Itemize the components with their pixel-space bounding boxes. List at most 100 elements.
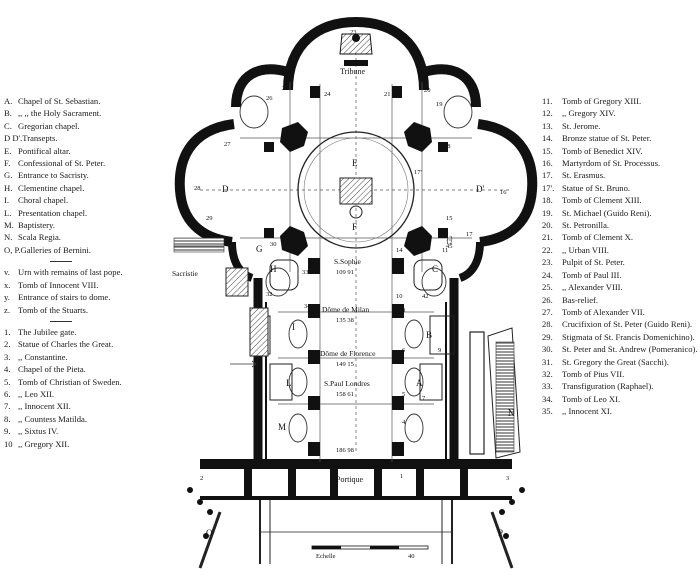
marker-1: 1: [400, 473, 403, 480]
marker-26: 26: [266, 95, 273, 102]
legend-entry: 34.Tomb of Leo XI.: [542, 393, 698, 405]
plan-labels: Tribune Sacristie Portique Echelle 40 S.…: [172, 67, 415, 560]
legend-entry: H.Clementine chapel.: [4, 182, 174, 194]
legend-entry: x.Tomb of Innocent VIII.: [4, 279, 174, 291]
marker-9: 9: [438, 347, 441, 354]
marker-21: 21: [384, 91, 391, 98]
legend-key: 24.: [542, 269, 553, 280]
legend-key: 30.: [542, 344, 553, 355]
legend-entry: 25.,, Alexander VIII.: [542, 281, 698, 293]
legend-key: y.: [4, 292, 10, 303]
legend-text: ,, Urban VIII.: [562, 244, 609, 255]
legend-key: 14.: [542, 133, 553, 144]
legend-text: ,, Gregory XIV.: [562, 108, 616, 119]
letter-l: L: [286, 378, 292, 388]
legend-text: Tomb of Pius VII.: [562, 368, 625, 379]
marker-31: 31: [256, 279, 263, 286]
marker-16: 16: [500, 189, 507, 196]
legend-entry: 31.St. Gregory the Great (Sacchi).: [542, 356, 698, 368]
portique-label: Portique: [336, 475, 364, 484]
legend-text: Statue of Charles the Great.: [18, 339, 114, 350]
legend-text: ,, Innocent XII.: [18, 401, 71, 412]
marker-43: 43: [398, 269, 405, 276]
letter-f: F: [352, 222, 357, 232]
legend-text: Entrance of stairs to dome.: [18, 292, 111, 303]
sacristie-label: Sacristie: [172, 269, 198, 278]
legend-entry: 33.Transfiguration (Raphael).: [542, 380, 698, 392]
legend-key: 19.: [542, 207, 553, 218]
letter-m: M: [278, 422, 286, 432]
letter-d-prime: D': [476, 184, 484, 194]
legend-text: Crucifixion of St. Peter (Guido Reni).: [562, 319, 693, 330]
legend-entry: M.Baptistery.: [4, 219, 174, 231]
legend-key: 23.: [542, 257, 553, 268]
legend-entry: D D'.Transepts.: [4, 132, 174, 144]
marker-32: 32: [266, 291, 273, 298]
scale-bar: [311, 545, 429, 550]
marker-27: 27: [224, 141, 231, 148]
legend-entry: 29.Stigmata of St. Francis Domenichino).: [542, 331, 698, 343]
legend-key: 6.: [4, 388, 11, 399]
legend-entry: 21.Tomb of Clement X.: [542, 231, 698, 243]
legend-entry: G.Entrance to Sacristy.: [4, 169, 174, 181]
legend-key: M.: [4, 220, 14, 231]
legend-text: ,, Sixtus IV.: [18, 426, 59, 437]
legend-key: 1.: [4, 326, 11, 337]
legend-text: ,, Countess Matilda.: [18, 413, 87, 424]
legend-entry: I.Choral chapel.: [4, 194, 174, 206]
legend-text: St. Gregory the Great (Sacchi).: [562, 356, 669, 367]
legend-key: 2.: [4, 339, 11, 350]
church-dims: 186 98: [336, 447, 354, 454]
church-dims: 109 91: [336, 269, 354, 276]
legend-left: A.Chapel of St. Sebastian.B.,, ,, the Ho…: [4, 95, 174, 450]
legend-key: 9.: [4, 426, 11, 437]
legend-text: Tomb of Paul III.: [562, 269, 622, 280]
legend-key: 18.: [542, 195, 553, 206]
marker-20: 20: [424, 87, 431, 94]
legend-entry: 12. ,, Gregory XIV.: [542, 107, 698, 119]
legend-text: Tomb of Alexander VII.: [562, 306, 645, 317]
legend-entry: 4.Chapel of the Pieta.: [4, 363, 174, 375]
legend-entry: 13.St. Jerome.: [542, 120, 698, 132]
legend-entry: 26.Bas-relief.: [542, 294, 698, 306]
legend-divider: [50, 320, 72, 322]
legend-text: Tomb of Innocent VIII.: [18, 279, 99, 290]
legend-key: 5.: [4, 376, 11, 387]
legend-entry: 24. Tomb of Paul III.: [542, 269, 698, 281]
marker-5: 5: [402, 391, 405, 398]
legend-entry: 14.Bronze statue of St. Peter.: [542, 132, 698, 144]
church-dims: 158 61: [336, 391, 354, 398]
legend-text: Tomb of Christian of Sweden.: [18, 376, 122, 387]
marker-18: 18: [444, 143, 451, 150]
legend-text: Statue of St. Bruno.: [562, 182, 631, 193]
legend-key: 20.: [542, 220, 553, 231]
legend-entry: 17'.Statue of St. Bruno.: [542, 182, 698, 194]
legend-key: 35.: [542, 406, 553, 417]
legend-text: Scala Regia.: [18, 232, 61, 243]
legend-entry: 16.Martyrdom of St. Processus.: [542, 157, 698, 169]
legend-entry: 35. ,, Innocent XI.: [542, 405, 698, 417]
legend-text: ,, Gregory XII.: [18, 438, 70, 449]
legend-key: 12.: [542, 108, 553, 119]
legend-key: 22.: [542, 244, 553, 255]
legend-entry: C.Gregorian chapel.: [4, 120, 174, 132]
legend-entry: 18.Tomb of Clement XIII.: [542, 194, 698, 206]
marker-14: 14: [396, 247, 403, 254]
legend-key: I.: [4, 195, 10, 206]
legend-text: ,, Innocent XI.: [562, 406, 612, 417]
legend-entry: 19.St. Michael (Guido Reni).: [542, 207, 698, 219]
legend-entry: 6.,, Leo XII.: [4, 388, 174, 400]
church-name: Dôme de Florence: [320, 349, 376, 358]
legend-entry: A.Chapel of St. Sebastian.: [4, 95, 174, 107]
legend-text: Entrance to Sacristy.: [18, 170, 89, 181]
legend-right: 11.Tomb of Gregory XIII.12.,, Gregory XI…: [542, 95, 698, 418]
entrance-arrows: [230, 360, 257, 368]
legend-text: Tomb of Benedict XIV.: [562, 145, 643, 156]
legend-text: Tomb of Leo XI.: [562, 393, 621, 404]
marker-2: 2: [200, 475, 203, 482]
legend-entry: y. Entrance of stairs to dome.: [4, 291, 174, 303]
legend-text: Transepts.: [22, 133, 58, 144]
legend-key: D D'.: [4, 133, 23, 144]
legend-key: 26.: [542, 294, 553, 305]
marker-4: 4: [402, 419, 406, 426]
